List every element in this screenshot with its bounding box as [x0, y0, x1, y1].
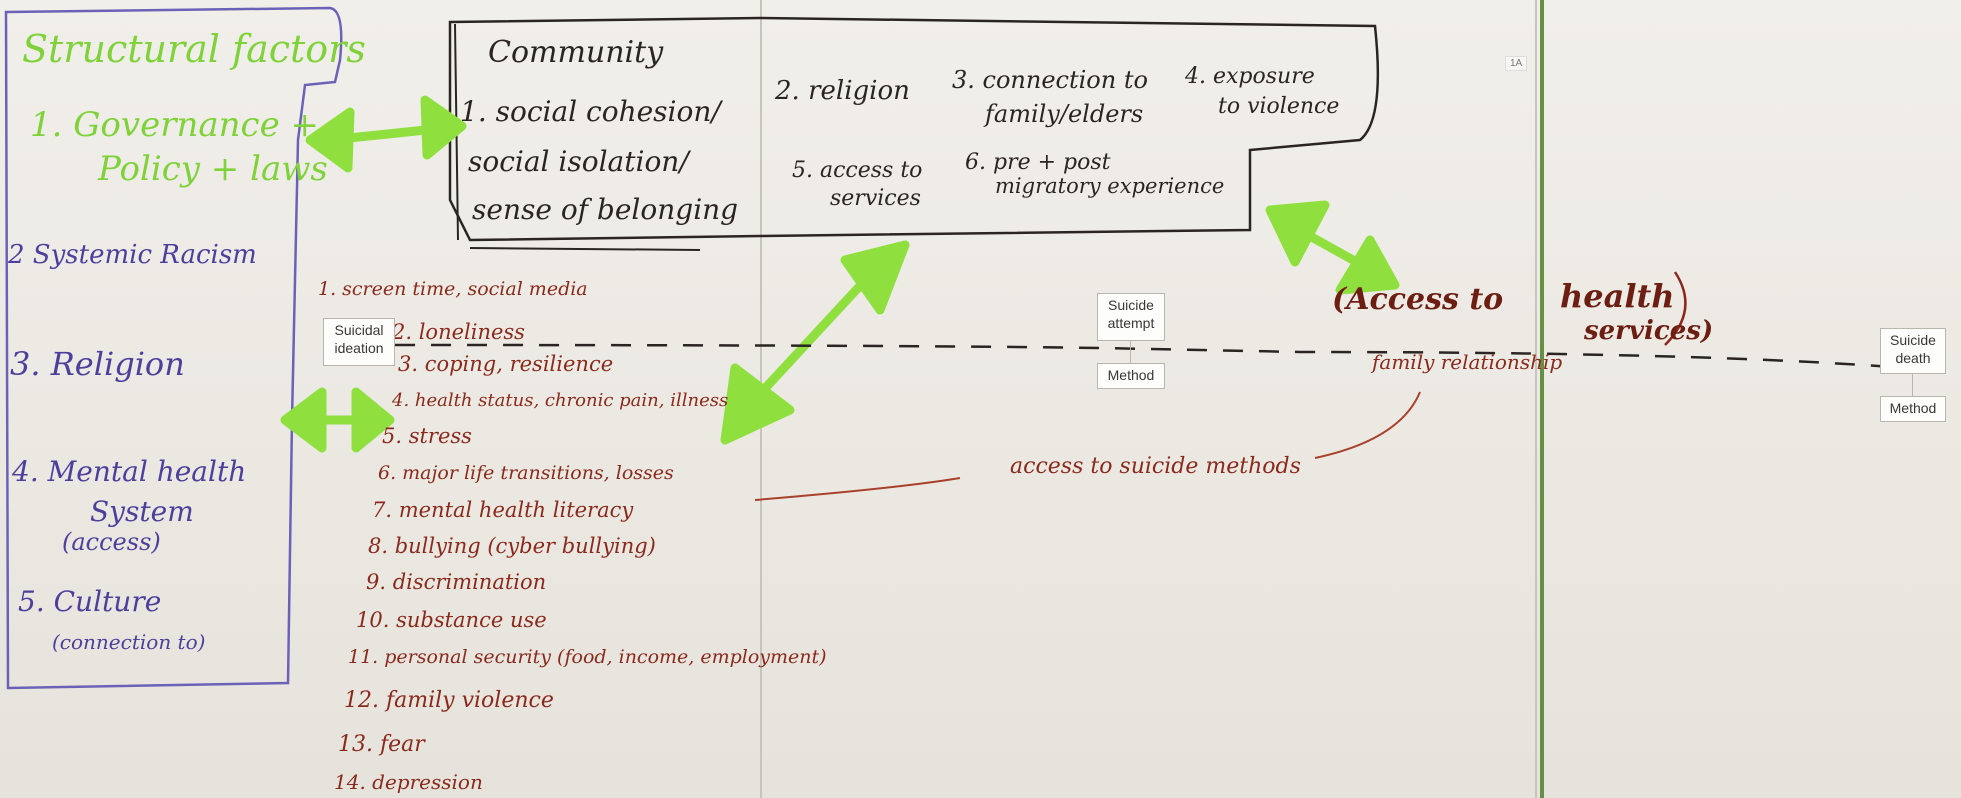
structural-item: System: [90, 495, 194, 528]
individual-item: 13. fear: [338, 732, 425, 757]
community-item: to violence: [1218, 94, 1340, 119]
structural-factors-title: Structural factors: [22, 27, 366, 71]
individual-item: 5. stress: [382, 424, 472, 448]
sticker-connector: [1912, 374, 1913, 396]
death-method-sticker: Method: [1880, 396, 1946, 422]
suicide-attempt-sticker: Suicide attempt: [1097, 293, 1165, 341]
green-divider-line: [1540, 0, 1544, 798]
community-item: 2. religion: [775, 76, 910, 106]
structural-item: 5. Culture: [18, 585, 162, 618]
individual-item: 9. discrimination: [366, 570, 547, 594]
individual-item: 2. loneliness: [392, 320, 525, 344]
structural-item: (connection to): [52, 630, 206, 654]
structural-item: 2 Systemic Racism: [8, 240, 257, 270]
community-item: 4. exposure: [1185, 64, 1315, 89]
green-arrow-governance: [305, 95, 467, 173]
individual-item: 10. substance use: [356, 608, 547, 632]
individual-item: 12. family violence: [344, 688, 554, 713]
sheet-tag: 1A: [1505, 56, 1528, 71]
individual-item: 3. coping, resilience: [398, 352, 614, 376]
individual-item: 4. health status, chronic pain, illness: [392, 390, 729, 411]
access-methods-curve: [754, 477, 961, 501]
community-item: 6. pre + post: [965, 150, 1111, 175]
sticker-text: attempt: [1107, 315, 1155, 331]
individual-item: 11. personal security (food, income, emp…: [348, 646, 827, 668]
attempt-method-sticker: Method: [1097, 363, 1165, 389]
community-item: migratory experience: [995, 174, 1225, 198]
individual-item: 6. major life transitions, losses: [378, 462, 674, 484]
green-arrow-individual: [280, 387, 395, 453]
suicide-death-sticker: Suicide death: [1880, 328, 1946, 374]
structural-item: 1. Governance +: [30, 105, 319, 145]
structural-item: (access): [62, 528, 161, 556]
sticker-text: Suicidal: [334, 322, 384, 338]
community-box-line: [469, 247, 701, 251]
access-health-note: health: [1560, 277, 1675, 315]
individual-item: 14. depression: [334, 770, 483, 794]
community-item: sense of belonging: [472, 193, 739, 226]
individual-item: 8. bullying (cyber bullying): [368, 534, 656, 558]
community-item: family/elders: [985, 100, 1144, 128]
sticker-text: ideation: [334, 340, 384, 356]
community-item: 5. access to: [792, 158, 923, 183]
access-methods-curve: [1314, 391, 1421, 459]
structural-item: Policy + laws: [98, 149, 328, 189]
individual-item: 1. screen time, social media: [318, 278, 588, 300]
community-item: 1. social cohesion/: [460, 95, 721, 128]
health-services-bracket: [1664, 271, 1687, 346]
green-arrow-community: [720, 240, 910, 445]
access-health-note: services): [1584, 316, 1714, 346]
community-item: services: [830, 186, 921, 211]
structural-item: 4. Mental health: [12, 455, 247, 488]
dashed-timeline: [394, 343, 1906, 370]
family-relationship-note: family relationship: [1372, 350, 1563, 374]
community-item: social isolation/: [468, 145, 689, 178]
access-health-note: (Access to: [1332, 282, 1504, 317]
access-methods-note: access to suicide methods: [1010, 454, 1301, 479]
community-box: [448, 16, 1380, 242]
individual-item: 7. mental health literacy: [372, 498, 634, 522]
sticker-text: Suicide: [1108, 297, 1154, 313]
green-arrow-health-services: [1265, 200, 1400, 295]
sheet-edge: [1535, 0, 1537, 798]
sticker-text: death: [1895, 350, 1931, 366]
suicidal-ideation-sticker: Suicidal ideation: [323, 318, 395, 366]
community-item: 3. connection to: [952, 66, 1148, 94]
sticker-connector: [1130, 341, 1131, 363]
structural-item: 3. Religion: [10, 345, 185, 383]
community-title: Community: [488, 35, 664, 70]
sticker-text: Suicide: [1890, 332, 1936, 348]
